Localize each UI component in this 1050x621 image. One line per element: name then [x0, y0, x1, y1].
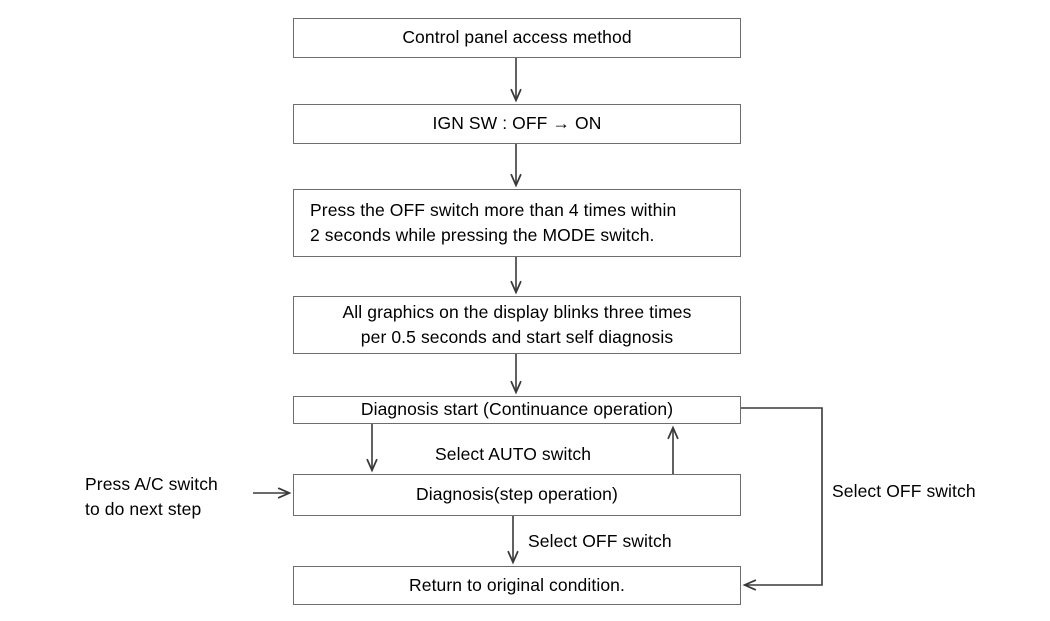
- node-press-off-switch-label: Press the OFF switch more than 4 times w…: [310, 199, 677, 245]
- node-return-original-condition-label: Return to original condition.: [409, 574, 625, 595]
- node-all-graphics-blink-label: All graphics on the display blinks three…: [342, 301, 692, 347]
- node-return-original-condition: Return to original condition.: [293, 566, 741, 605]
- node-press-off-switch: Press the OFF switch more than 4 times w…: [293, 189, 741, 257]
- node-ign-sw-label: IGN SW : OFF → ON: [432, 113, 602, 134]
- label-select-off-switch-right: Select OFF switch: [832, 481, 976, 501]
- node-diagnosis-step-operation: Diagnosis(step operation): [293, 474, 741, 516]
- node-all-graphics-blink: All graphics on the display blinks three…: [293, 296, 741, 354]
- node-diagnosis-start: Diagnosis start (Continuance operation): [293, 396, 741, 424]
- node-control-panel-access-method-label: Control panel access method: [402, 27, 632, 48]
- label-select-off-switch-middle: Select OFF switch: [528, 531, 672, 551]
- connector-group: [253, 58, 823, 585]
- label-select-auto-switch: Select AUTO switch: [435, 444, 592, 464]
- label-press-ac-switch: Press A/C switch to do next step: [85, 474, 218, 519]
- node-control-panel-access-method: Control panel access method: [293, 18, 741, 58]
- node-ign-sw: IGN SW : OFF → ON: [293, 104, 741, 144]
- node-diagnosis-start-label: Diagnosis start (Continuance operation): [360, 399, 674, 420]
- arrow-loop-off-switch: [741, 407, 823, 585]
- node-diagnosis-step-operation-label: Diagnosis(step operation): [416, 484, 618, 505]
